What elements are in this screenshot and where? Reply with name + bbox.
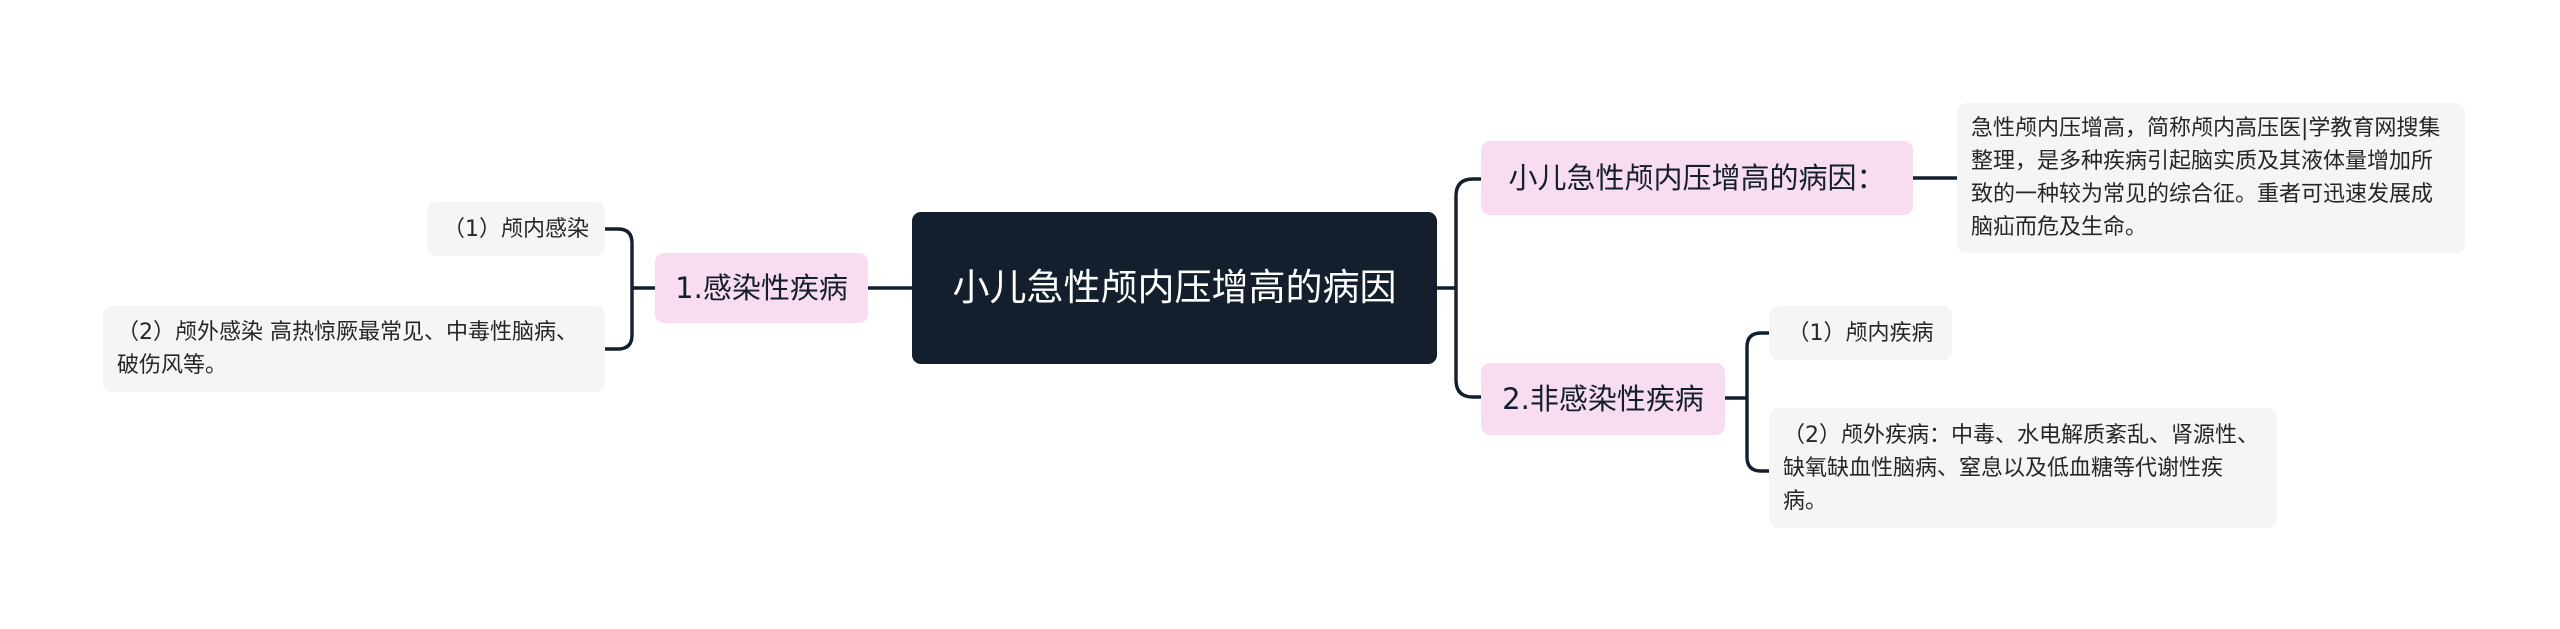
leaf-definition-text[interactable]: 急性颅内压增高，简称颅内高压医|学教育网搜集整理，是多种疾病引起脑实质及其液体量… [1957, 103, 2465, 253]
branch-non-infectious-disease[interactable]: 2.非感染性疾病 [1481, 363, 1725, 435]
root-topic[interactable]: 小儿急性颅内压增高的病因 [912, 212, 1437, 364]
connector-root-right [1435, 177, 1483, 399]
leaf-extracranial-infection-label: （2）颅外感染 高热惊厥最常见、中毒性脑病、破伤风等。 [117, 320, 578, 378]
leaf-definition-text-label: 急性颅内压增高，简称颅内高压医|学教育网搜集整理，是多种疾病引起脑实质及其液体量… [1971, 116, 2441, 240]
branch-definition[interactable]: 小儿急性颅内压增高的病因： [1481, 141, 1913, 215]
leaf-intracranial-disease[interactable]: （1）颅内疾病 [1769, 306, 1952, 360]
leaf-intracranial-infection[interactable]: （1）颅内感染 [427, 202, 605, 256]
leaf-extracranial-infection[interactable]: （2）颅外感染 高热惊厥最常见、中毒性脑病、破伤风等。 [103, 306, 605, 392]
branch-infectious-disease[interactable]: 1.感染性疾病 [655, 253, 868, 323]
leaf-extracranial-disease[interactable]: （2）颅外疾病：中毒、水电解质紊乱、肾源性、缺氧缺血性脑病、窒息以及低血糖等代谢… [1769, 408, 2277, 528]
leaf-extracranial-disease-label: （2）颅外疾病：中毒、水电解质紊乱、肾源性、缺氧缺血性脑病、窒息以及低血糖等代谢… [1783, 422, 2259, 514]
branch-infectious-disease-label: 1.感染性疾病 [675, 271, 848, 305]
branch-definition-label: 小儿急性颅内压增高的病因： [1508, 161, 1886, 195]
leaf-intracranial-disease-label: （1）颅内疾病 [1787, 320, 1934, 346]
root-topic-label: 小儿急性颅内压增高的病因 [952, 266, 1397, 309]
connector-left-leaves [603, 227, 657, 351]
connector-right-leaves [1723, 331, 1771, 473]
leaf-intracranial-infection-label: （1）颅内感染 [443, 216, 589, 242]
branch-non-infectious-disease-label: 2.非感染性疾病 [1502, 382, 1704, 416]
